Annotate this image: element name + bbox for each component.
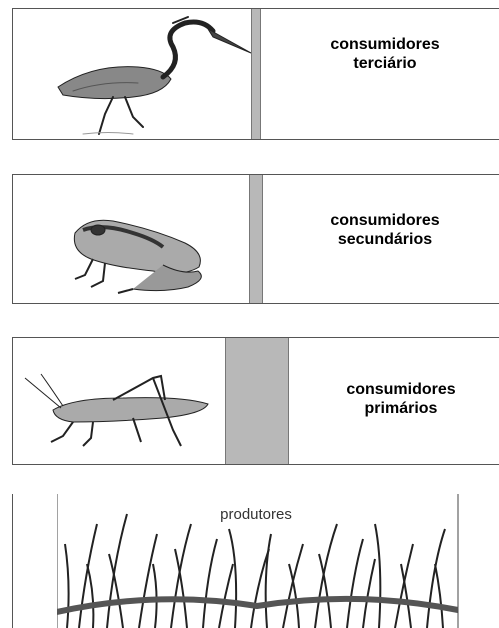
level-bar xyxy=(225,338,289,464)
label-line-1: consumidores xyxy=(330,212,440,229)
heron-icon xyxy=(57,16,251,135)
level-tertiary-consumers: consumidores terciário xyxy=(12,8,499,140)
level-bar xyxy=(251,9,261,139)
level-bar xyxy=(249,175,263,303)
frog-icon xyxy=(73,219,202,294)
label-line-1: consumidores xyxy=(330,36,440,53)
level-secondary-consumers: consumidores secundários xyxy=(12,174,499,304)
producers-label: produtores xyxy=(220,506,292,523)
level-label: consumidores secundários xyxy=(305,211,465,249)
label-line-2: secundários xyxy=(337,231,433,248)
level-label: consumidores primários xyxy=(321,380,481,418)
label-line-1: consumidores xyxy=(346,381,456,398)
grass-icon xyxy=(57,494,459,628)
label-line-2: primários xyxy=(364,400,438,417)
level-label: consumidores terciário xyxy=(305,35,465,73)
label-line-2: terciário xyxy=(353,55,417,72)
level-producers: produtores xyxy=(12,494,499,628)
grasshopper-icon xyxy=(24,373,209,447)
level-primary-consumers: consumidores primários xyxy=(12,337,499,465)
